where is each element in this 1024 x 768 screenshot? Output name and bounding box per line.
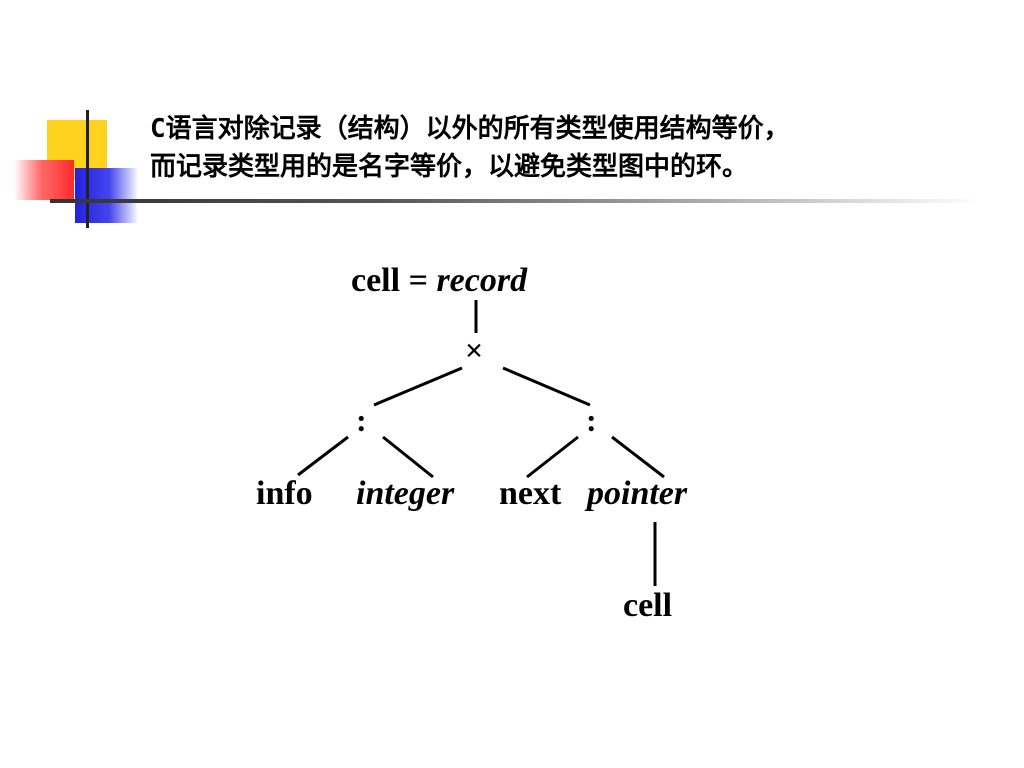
- decor-blue-square: [75, 168, 137, 223]
- field-node-left: :: [356, 402, 367, 438]
- field-type-integer: integer: [356, 475, 455, 512]
- field-node-right: :: [586, 402, 597, 438]
- edge-product-to-field-right: [502, 366, 591, 407]
- edge-left-colon-to-integer: [382, 435, 434, 479]
- pointer-target-cell: cell: [623, 587, 673, 624]
- edge-product-to-field-left: [373, 366, 463, 407]
- edge-left-colon-to-info: [297, 435, 349, 477]
- field-name-info: info: [256, 475, 313, 512]
- decor-horizontal-rule: [50, 199, 980, 203]
- root-type: record: [436, 262, 528, 299]
- slide-title-line-2: 而记录类型用的是名字等价，以避免类型图中的环。: [150, 152, 749, 182]
- edge-right-colon-to-pointer: [611, 435, 665, 479]
- field-name-next: next: [499, 475, 562, 512]
- root-name: cell =: [351, 262, 428, 299]
- product-node: ×: [465, 332, 484, 368]
- edge-right-colon-to-next: [526, 435, 579, 479]
- field-type-pointer: pointer: [587, 475, 688, 512]
- tree-root-label: cell = record: [351, 262, 527, 300]
- decor-red-bar: [14, 160, 74, 200]
- decor-vertical-line: [86, 110, 89, 228]
- slide-title-line-1: C语言对除记录（结构）以外的所有类型使用结构等价，: [150, 114, 790, 144]
